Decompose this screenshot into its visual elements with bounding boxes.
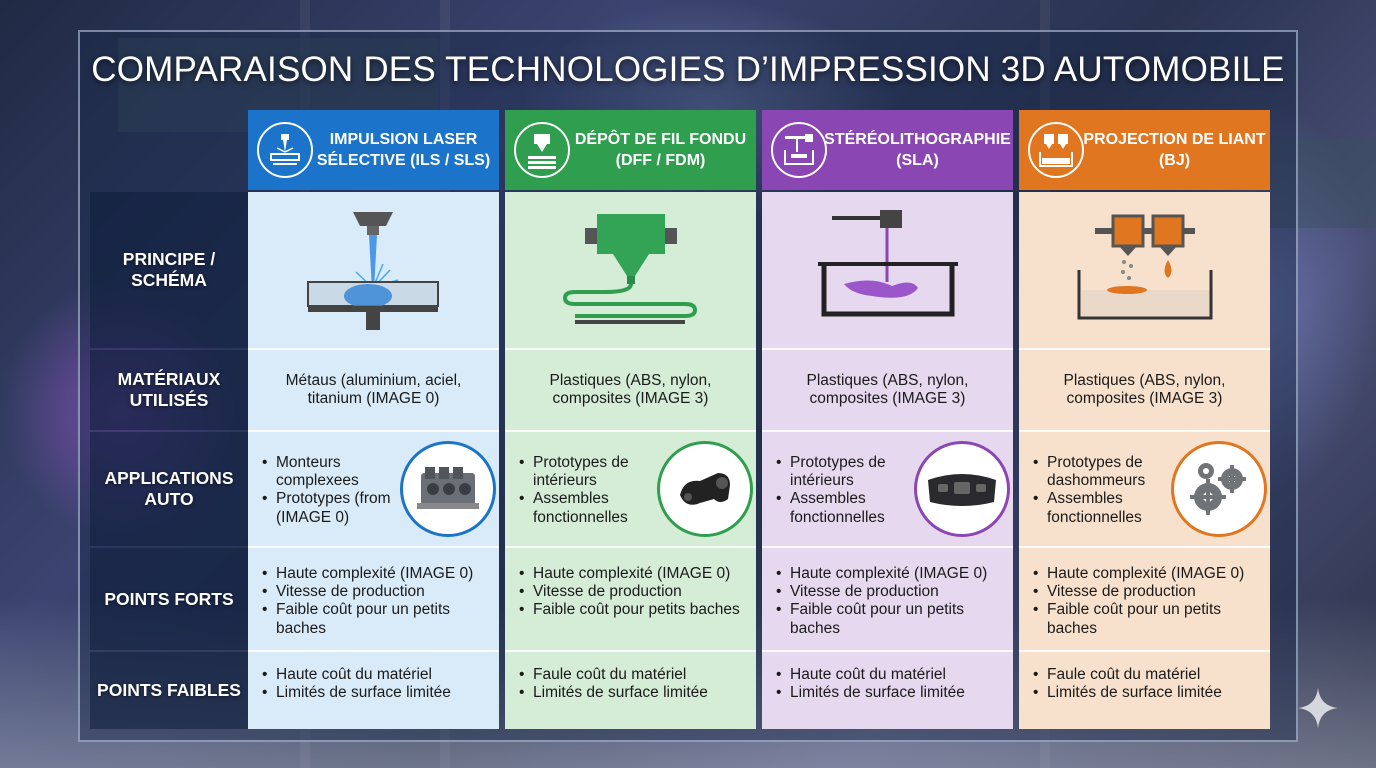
list-item: Monteurs complexees (262, 454, 402, 490)
schema-cell (505, 192, 756, 348)
sparkle-icon (1298, 688, 1338, 728)
sls-schema-icon (307, 212, 439, 330)
row-label-principe: PRINCIPE / SCHÉMA (90, 192, 248, 348)
list-item: Prototypes de intérieurs (519, 454, 659, 490)
list-item: Prototypes de dashommeurs (1033, 454, 1173, 490)
list-item: Faible coût pour un petits baches (1033, 601, 1259, 637)
column-header: DÉPÔT DE FIL FONDU (DFF / FDM) (505, 110, 756, 190)
dashboard-image (914, 441, 1010, 537)
column-sls: IMPULSION LASER SÉLECTIVE (ILS / SLS) Mé… (248, 110, 499, 729)
list-item: Faible coût pour un petits baches (776, 601, 1002, 637)
resin-vat-icon (771, 122, 827, 178)
list-item: Faible coût pour un petits baches (262, 601, 488, 637)
list-item: Vitesse de production (1033, 583, 1259, 601)
materials-cell: Plastiques (ABS, nylon, composites (IMAG… (505, 348, 756, 430)
column-body: Plastiques (ABS, nylon, composites (IMAG… (505, 192, 756, 729)
list-item: Vitesse de production (519, 583, 745, 601)
list-item: Haute complexité (IMAGE 0) (262, 565, 488, 583)
column-title: PROJECTION DE LIANT (BJ) (1083, 131, 1266, 169)
applications-cell: Prototypes de intérieurs Assembles fonct… (762, 430, 1013, 546)
applications-cell: Prototypes de dashommeurs Assembles fonc… (1019, 430, 1270, 546)
schema-cell (762, 192, 1013, 348)
list-item: Faible coût pour petits baches (519, 601, 745, 619)
schema-cell (1019, 192, 1270, 348)
column-body: Plastiques (ABS, nylon, composites (IMAG… (1019, 192, 1270, 729)
list-item: Faule coût du matériel (1033, 666, 1259, 684)
materials-cell: Plastiques (ABS, nylon, composites (IMAG… (762, 348, 1013, 430)
extruder-icon (514, 122, 570, 178)
list-item: Haute complexité (IMAGE 0) (519, 565, 745, 583)
column-title: STÉRÉOLITHOGRAPHIE (SLA) (824, 131, 1011, 169)
list-item: Vitesse de production (776, 583, 1002, 601)
row-label-points-faibles: POINTS FAIBLES (90, 652, 248, 729)
row-label-points-forts: POINTS FORTS (90, 548, 248, 650)
laser-icon (257, 122, 313, 178)
bj-schema-icon (1077, 214, 1213, 320)
column-sla: STÉRÉOLITHOGRAPHIE (SLA) Plastiques (ABS… (762, 110, 1013, 729)
list-item: Faule coût du matériel (519, 666, 745, 684)
list-item: Haute complexité (IMAGE 0) (1033, 565, 1259, 583)
weaknesses-cell: Haute coût du matériel Limités de surfac… (248, 650, 499, 729)
column-header: STÉRÉOLITHOGRAPHIE (SLA) (762, 110, 1013, 190)
list-item: Haute coût du matériel (776, 666, 1002, 684)
column-header: PROJECTION DE LIANT (BJ) (1019, 110, 1270, 190)
applications-cell: Monteurs complexees Prototypes (from (IM… (248, 430, 499, 546)
applications-cell: Prototypes de intérieurs Assembles fonct… (505, 430, 756, 546)
column-fdm: DÉPÔT DE FIL FONDU (DFF / FDM) Plastique… (505, 110, 756, 729)
schema-cell (248, 192, 499, 348)
list-item: Limités de surface limitée (262, 684, 488, 702)
column-bj: PROJECTION DE LIANT (BJ) Plastiques (ABS… (1019, 110, 1270, 729)
strengths-cell: Haute complexité (IMAGE 0) Vitesse de pr… (1019, 546, 1270, 650)
list-item: Prototypes (from (IMAGE 0) (262, 490, 402, 526)
column-header: IMPULSION LASER SÉLECTIVE (ILS / SLS) (248, 110, 499, 190)
gears-image (1171, 441, 1267, 537)
column-title: DÉPÔT DE FIL FONDU (DFF / FDM) (574, 131, 747, 169)
strengths-cell: Haute complexité (IMAGE 0) Vitesse de pr… (762, 546, 1013, 650)
column-body: Métaus (aluminium, aciel, titanium (IMAG… (248, 192, 499, 729)
weaknesses-cell: Faule coût du matériel Limités de surfac… (1019, 650, 1270, 729)
list-item: Haute complexité (IMAGE 0) (776, 565, 1002, 583)
weaknesses-cell: Faule coût du matériel Limités de surfac… (505, 650, 756, 729)
fdm-schema-icon (562, 214, 698, 324)
page-title: COMPARAISON DES TECHNOLOGIES D’IMPRESSIO… (91, 50, 1285, 89)
column-title: IMPULSION LASER SÉLECTIVE (ILS / SLS) (316, 131, 491, 169)
weaknesses-cell: Haute coût du matériel Limités de surfac… (762, 650, 1013, 729)
list-item: Assembles fonctionnelles (1033, 490, 1173, 526)
list-item: Haute coût du matériel (262, 666, 488, 684)
row-label-applications: APPLICATIONS AUTO (90, 432, 248, 546)
list-item: Vitesse de production (262, 583, 488, 601)
list-item: Assembles fonctionnelles (776, 490, 916, 526)
materials-cell: Plastiques (ABS, nylon, composites (IMAG… (1019, 348, 1270, 430)
sla-schema-icon (818, 210, 958, 317)
column-body: Plastiques (ABS, nylon, composites (IMAG… (762, 192, 1013, 729)
engine-block-image (400, 441, 496, 537)
strengths-cell: Haute complexité (IMAGE 0) Vitesse de pr… (505, 546, 756, 650)
materials-cell: Métaus (aluminium, aciel, titanium (IMAG… (248, 348, 499, 430)
binder-jet-icon (1028, 122, 1084, 178)
list-item: Prototypes de intérieurs (776, 454, 916, 490)
list-item: Limités de surface limitée (1033, 684, 1259, 702)
strengths-cell: Haute complexité (IMAGE 0) Vitesse de pr… (248, 546, 499, 650)
duct-part-image (657, 441, 753, 537)
row-label-materiaux: MATÉRIAUX UTILISÉS (90, 350, 248, 430)
list-item: Assembles fonctionnelles (519, 490, 659, 526)
list-item: Limités de surface limitée (519, 684, 745, 702)
list-item: Limités de surface limitée (776, 684, 1002, 702)
